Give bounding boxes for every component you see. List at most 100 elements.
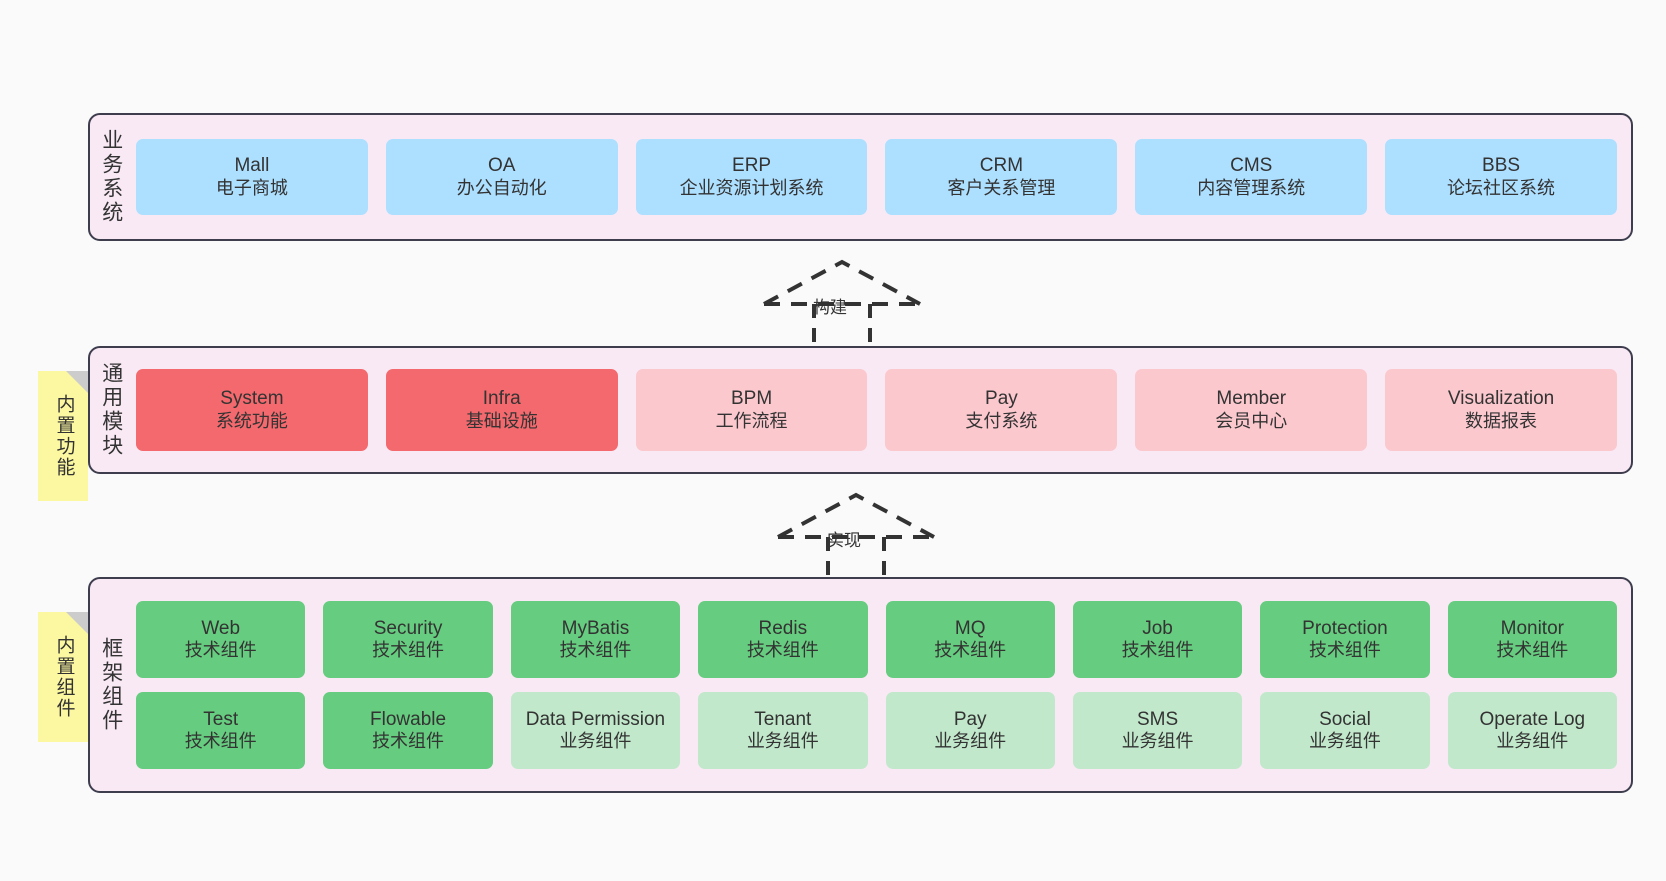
node-redis[interactable]: Redis 技术组件: [698, 601, 868, 678]
node-label-en: Visualization: [1447, 388, 1555, 410]
node-label-cn: 技术组件: [372, 731, 445, 752]
node-label-en: Monitor: [1500, 617, 1564, 639]
node-flowable[interactable]: Flowable 技术组件: [323, 692, 493, 769]
node-label-cn: 技术组件: [184, 731, 257, 752]
node-protection[interactable]: Protection 技术组件: [1260, 601, 1430, 678]
node-label-en: CMS: [1230, 155, 1273, 177]
node-label-en: OA: [488, 155, 516, 177]
node-label-cn: 业务组件: [1121, 731, 1194, 752]
node-label-en: BBS: [1482, 155, 1521, 177]
node-label-cn: 业务组件: [559, 731, 632, 752]
node-label-en: CRM: [979, 155, 1024, 177]
node-label-en: Operate Log: [1479, 708, 1586, 730]
node-label-cn: 办公自动化: [456, 177, 547, 198]
note-text: 内置功能: [53, 394, 75, 478]
node-mq[interactable]: MQ 技术组件: [885, 601, 1055, 678]
node-label-cn: 支付系统: [965, 410, 1038, 431]
node-oa[interactable]: OA 办公自动化: [385, 139, 618, 215]
node-sms[interactable]: SMS 业务组件: [1072, 692, 1243, 769]
node-label-cn: 内容管理系统: [1197, 177, 1306, 198]
note-text: 内置组件: [53, 635, 75, 719]
node-job[interactable]: Job 技术组件: [1072, 601, 1243, 678]
node-member[interactable]: Member 会员中心: [1135, 369, 1368, 451]
node-label-cn: 技术组件: [559, 640, 632, 661]
node-label-cn: 业务组件: [1496, 731, 1569, 752]
layer-title-framework: 框架组件: [99, 637, 123, 733]
node-pay-component[interactable]: Pay 业务组件: [885, 692, 1055, 769]
node-label-cn: 基础设施: [465, 410, 538, 431]
node-security[interactable]: Security 技术组件: [323, 601, 493, 678]
node-label-cn: 系统功能: [215, 410, 288, 431]
node-label-en: Pay: [985, 388, 1018, 410]
node-label-cn: 企业资源计划系统: [679, 177, 824, 198]
node-tenant[interactable]: Tenant 业务组件: [698, 692, 868, 769]
layer-framework-component: 框架组件 Web 技术组件 Security 技术组件 MyBatis 技术组件…: [88, 577, 1633, 793]
node-label-en: MyBatis: [561, 617, 630, 639]
node-label-en: BPM: [730, 388, 773, 410]
node-row: System 系统功能 Infra 基础设施 BPM 工作流程 Pay 支付系统…: [136, 369, 1617, 451]
node-bpm[interactable]: BPM 工作流程: [635, 369, 868, 451]
note-builtin-component: 内置组件: [38, 612, 88, 742]
node-crm[interactable]: CRM 客户关系管理: [885, 139, 1118, 215]
note-fold-corner-icon: [66, 612, 88, 634]
node-label-cn: 技术组件: [184, 640, 257, 661]
node-label-cn: 技术组件: [1308, 640, 1381, 661]
node-label-en: Web: [201, 617, 241, 639]
layer-body-business: Mall 电子商城 OA 办公自动化 ERP 企业资源计划系统 CRM 客户关系…: [132, 115, 1631, 239]
node-label-cn: 技术组件: [934, 640, 1007, 661]
node-label-cn: 技术组件: [1496, 640, 1569, 661]
node-label-en: Flowable: [370, 708, 447, 730]
node-infra[interactable]: Infra 基础设施: [385, 369, 618, 451]
node-pay[interactable]: Pay 支付系统: [885, 369, 1118, 451]
layer-common-module: 通用模块 System 系统功能 Infra 基础设施 BPM 工作流程 Pay: [88, 346, 1633, 474]
node-row: Mall 电子商城 OA 办公自动化 ERP 企业资源计划系统 CRM 客户关系…: [136, 139, 1617, 215]
node-label-cn: 技术组件: [372, 640, 445, 661]
layer-title-module: 通用模块: [99, 362, 123, 458]
node-cms[interactable]: CMS 内容管理系统: [1135, 139, 1368, 215]
node-label-en: Tenant: [754, 708, 812, 730]
node-label-en: Pay: [953, 708, 987, 730]
node-label-cn: 技术组件: [746, 640, 819, 661]
node-label-cn: 技术组件: [1121, 640, 1194, 661]
layer-business-system: 业务系统 Mall 电子商城 OA 办公自动化 ERP 企业资源计划系统 CRM: [88, 113, 1633, 241]
node-row: Web 技术组件 Security 技术组件 MyBatis 技术组件 Redi…: [136, 601, 1617, 678]
node-label-en: System: [220, 388, 284, 410]
node-label-cn: 会员中心: [1215, 410, 1288, 431]
node-social[interactable]: Social 业务组件: [1260, 692, 1430, 769]
node-mybatis[interactable]: MyBatis 技术组件: [510, 601, 681, 678]
node-label-cn: 数据报表: [1465, 410, 1538, 431]
node-test[interactable]: Test 技术组件: [136, 692, 306, 769]
node-data-permission[interactable]: Data Permission 业务组件: [510, 692, 681, 769]
node-label-en: Security: [373, 617, 443, 639]
node-system[interactable]: System 系统功能: [136, 369, 368, 451]
node-label-cn: 客户关系管理: [947, 177, 1056, 198]
node-label-cn: 业务组件: [1308, 731, 1381, 752]
node-label-en: Job: [1142, 617, 1173, 639]
layer-body-module: System 系统功能 Infra 基础设施 BPM 工作流程 Pay 支付系统…: [132, 348, 1631, 472]
connector-implement-label: 实现: [827, 531, 861, 550]
node-label-en: Redis: [758, 617, 808, 639]
node-bbs[interactable]: BBS 论坛社区系统: [1385, 139, 1617, 215]
node-label-en: Test: [203, 708, 239, 730]
node-web[interactable]: Web 技术组件: [136, 601, 306, 678]
node-erp[interactable]: ERP 企业资源计划系统: [635, 139, 868, 215]
node-mall[interactable]: Mall 电子商城: [136, 139, 368, 215]
node-label-en: Infra: [482, 388, 521, 410]
node-label-en: Mall: [234, 155, 270, 177]
note-builtin-feature: 内置功能: [38, 371, 88, 501]
node-label-en: MQ: [954, 617, 986, 639]
node-visualization[interactable]: Visualization 数据报表: [1385, 369, 1617, 451]
node-label-en: Data Permission: [525, 708, 666, 730]
node-label-cn: 业务组件: [746, 731, 819, 752]
node-label-en: ERP: [732, 155, 772, 177]
node-label-cn: 论坛社区系统: [1447, 177, 1556, 198]
node-operate-log[interactable]: Operate Log 业务组件: [1447, 692, 1617, 769]
node-label-cn: 工作流程: [715, 410, 788, 431]
note-fold-corner-icon: [66, 371, 88, 393]
node-row: Test 技术组件 Flowable 技术组件 Data Permission …: [136, 692, 1617, 769]
connector-build-label: 构建: [813, 298, 847, 317]
node-monitor[interactable]: Monitor 技术组件: [1447, 601, 1617, 678]
node-label-cn: 业务组件: [934, 731, 1007, 752]
layer-title-business: 业务系统: [99, 129, 123, 225]
